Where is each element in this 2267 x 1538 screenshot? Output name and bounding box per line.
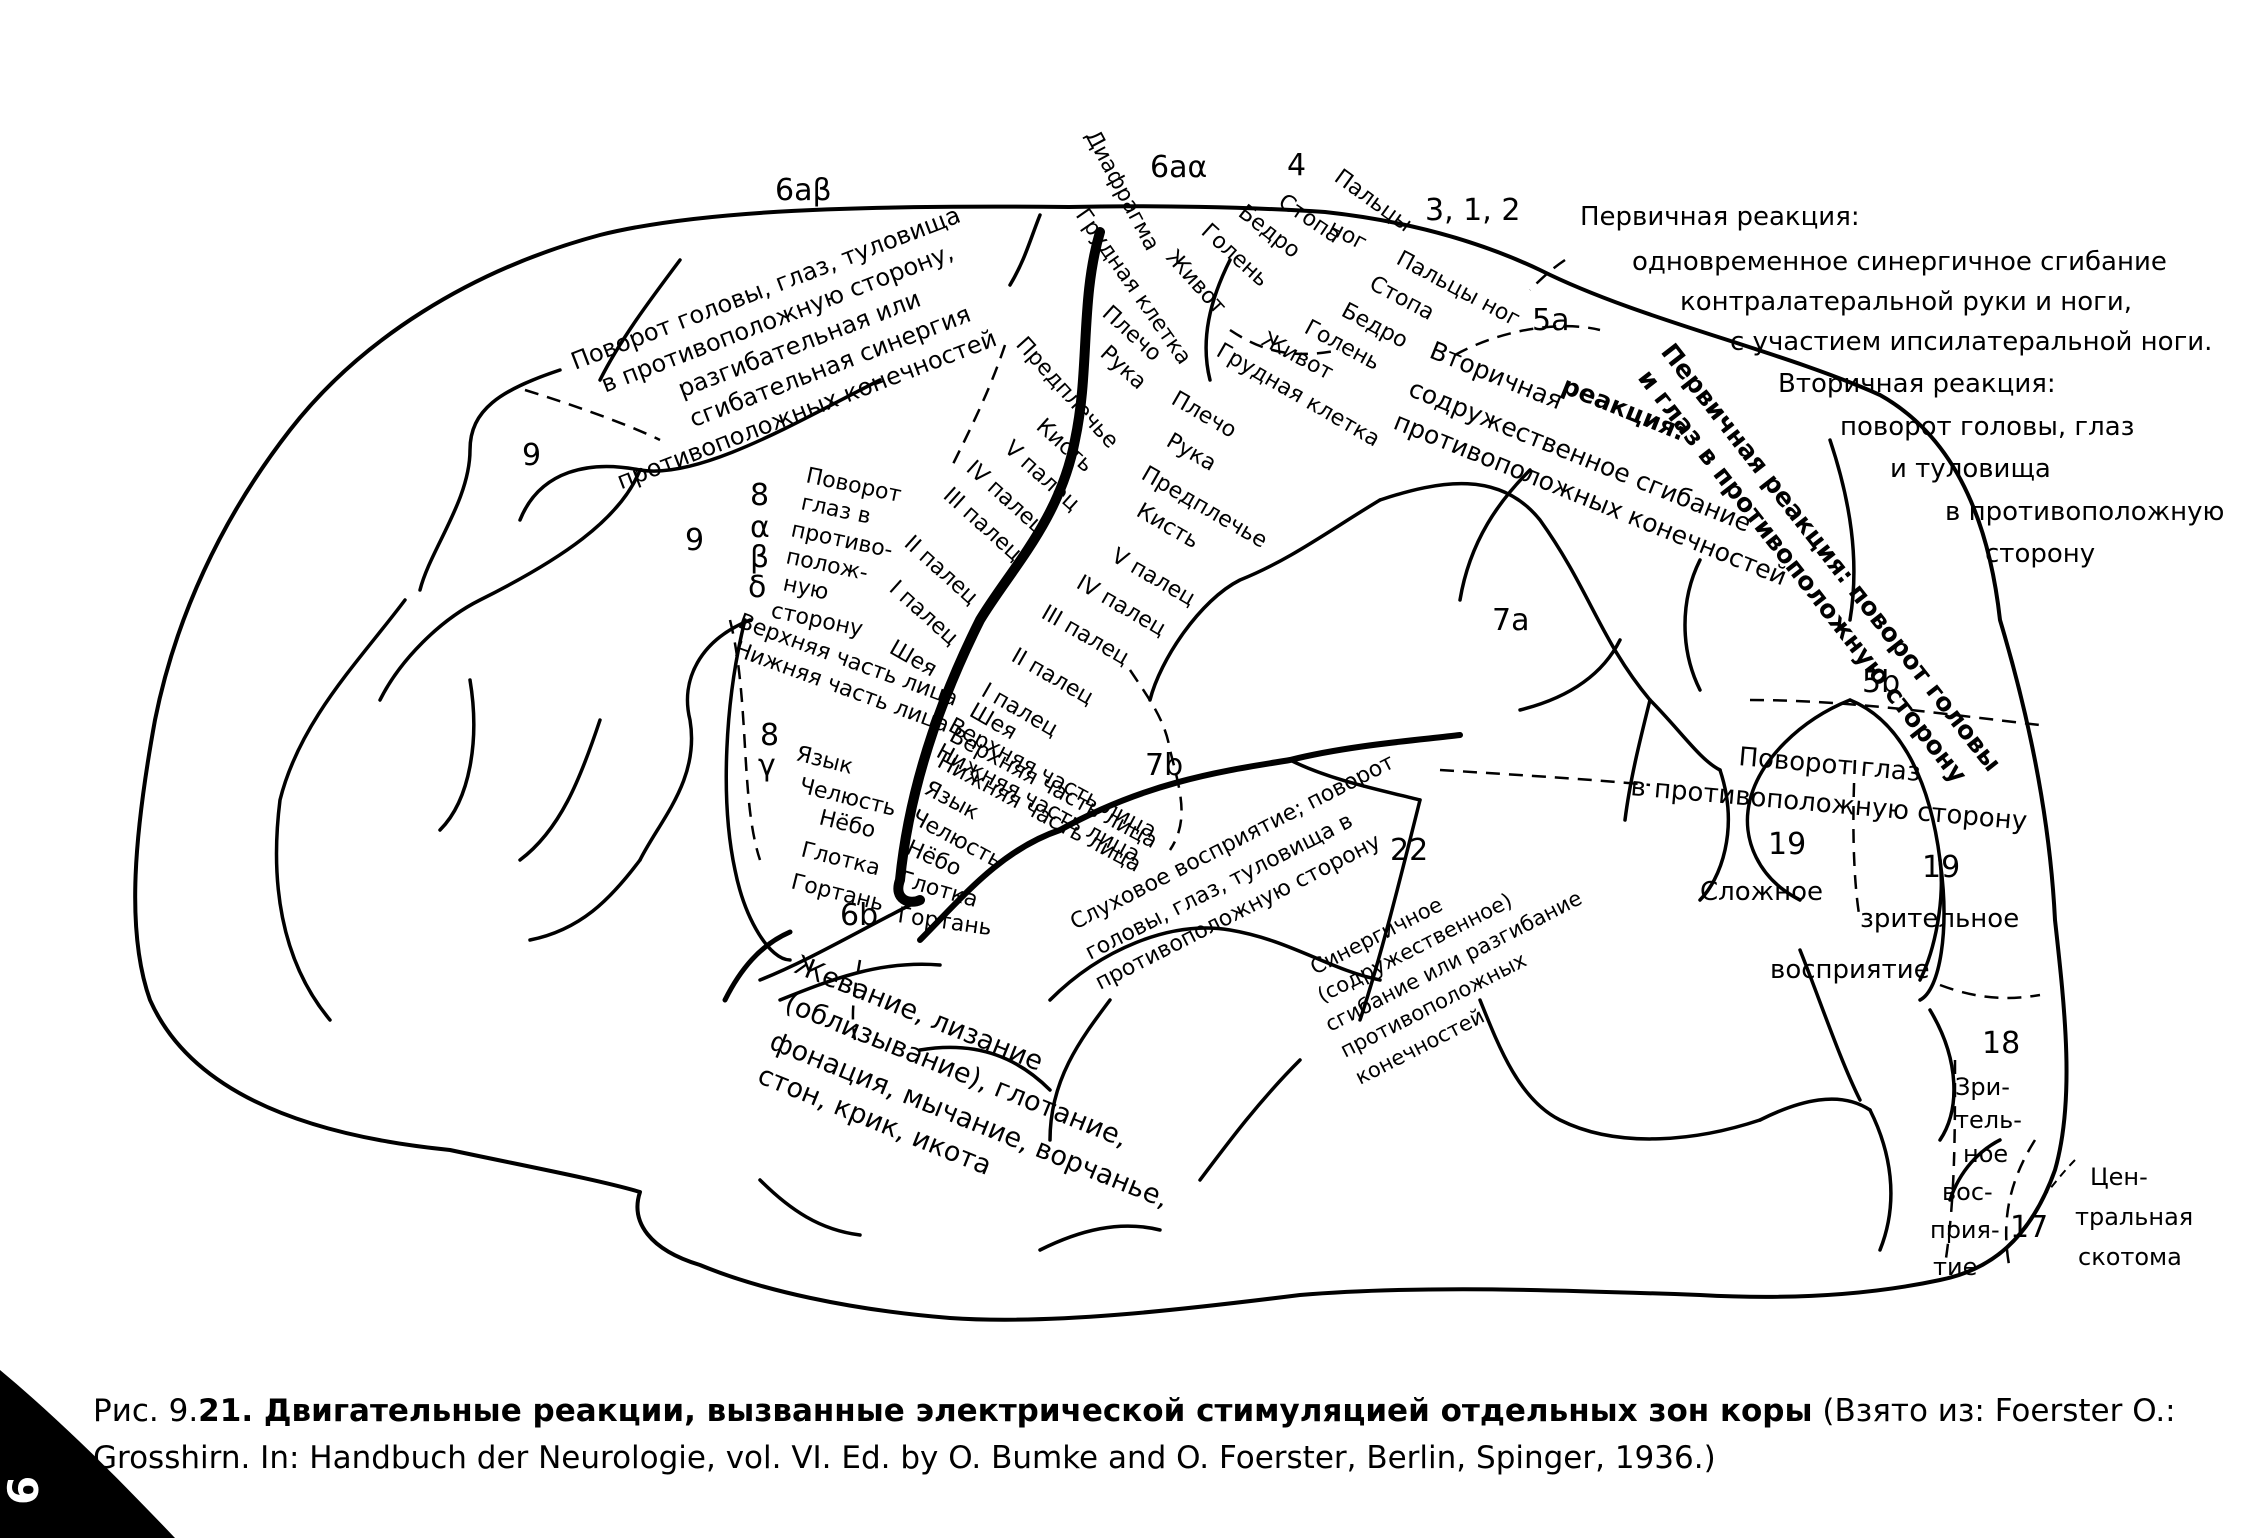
area-numbers: 6aβ 6aα 4 3, 1, 2 5a 9 9 8 α β δ 8 γ 7a … [522,148,2048,1245]
area-7b-label: 7b [1145,748,1183,783]
caption-prefix: Рис. 9. [93,1393,199,1429]
area-22-label: 22 [1390,833,1428,868]
svg-text:Зри-: Зри- [1955,1073,2010,1101]
svg-text:вос-: вос- [1942,1178,1993,1206]
area-6b-label: 6b [840,898,878,933]
svg-text:одновременное синергичное сгиб: одновременное синергичное сгибание [1632,247,2167,277]
area-8ab-beta: β [750,540,769,575]
area-5a-label: 5a [1532,303,1569,338]
brain-outline [133,204,2069,1322]
area-8g-description: Язык Челюсть Нёбо Глотка Гортань [789,742,899,917]
caption-number: 21 [198,1393,242,1429]
svg-text:и туловища: и туловища [1890,454,2051,484]
svg-text:ное: ное [1963,1140,2008,1168]
central-sulcus [893,227,1105,907]
area-8ab-number: 8 [750,478,769,513]
svg-text:тель-: тель- [1955,1106,2022,1134]
area-19-left-label: 19 [1768,827,1806,862]
caption-source-2: Grosshirn. In: Handbuch der Neurologie, … [93,1440,1716,1476]
area-18-label: 18 [1982,1026,2020,1061]
sylvian-fissure [722,929,793,1003]
area-8g-number: 8 [760,718,779,753]
central-scotoma: Цен- тральная скотома [2075,1163,2193,1271]
gyri-contours [274,213,2002,1252]
complex-visual-perception: Сложное зрительное восприятие [1700,877,2019,985]
svg-text:Вторичная реакция:: Вторичная реакция: [1778,369,2056,399]
area-9-mid-label: 9 [685,523,704,558]
caption-title: . Двигательные реакции, вызванные электр… [241,1393,1813,1429]
svg-text:Гортань: Гортань [896,903,993,941]
area-6aa-label: 6aα [1150,150,1207,185]
area-8ab-alpha: α [750,510,770,545]
lateral-sulcus [917,732,1463,943]
svg-text:Поворот глаз: Поворот глаз [1737,742,1921,788]
area-6ab-label: 6aβ [775,173,832,208]
area-5b-label: 5b [1862,665,1900,700]
svg-text:в противоположную сторону: в противоположную сторону [1629,772,2028,837]
area-7a-label: 7a [1492,603,1529,638]
area-19-right-label: 19 [1922,850,1960,885]
page-tab-number: 6 [0,1476,48,1505]
svg-text:Первичная реакция:: Первичная реакция: [1580,202,1860,232]
scotoma-pointer [2039,1159,2076,1201]
svg-text:контралатеральной руки и ноги,: контралатеральной руки и ноги, [1680,287,2132,317]
synergic-flexion-description: Синергичное (содружественное) сгибание и… [1306,886,1585,1090]
svg-text:Цен-: Цен- [2090,1163,2148,1191]
area-5b-primary-reaction: Первичная реакция: поворот головы и глаз… [1632,338,2007,789]
area-6ab-description: Поворот головы, глаз, туловища в противо… [567,201,1000,495]
svg-text:в противоположную: в противоположную [1945,497,2224,527]
svg-text:тие: тие [1933,1253,1977,1281]
area-8g-gamma: γ [758,748,776,783]
area-8-eye-turn-description: Поворот глаз в противо- полож- ную сторо… [769,463,904,642]
area-8ab-delta: δ [748,570,766,605]
svg-text:тральная: тральная [2075,1203,2193,1231]
svg-text:скотома: скотома [2078,1243,2182,1271]
page-tab-marker: 6 [0,1370,175,1538]
svg-text:с участием ипсилатеральной ног: с участием ипсилатеральной ноги. [1730,327,2212,357]
svg-text:Сложное: Сложное [1700,877,1823,907]
reaction-legend: Первичная реакция: одновременное синерги… [1580,202,2224,569]
svg-text:прия-: прия- [1930,1216,2000,1244]
area-boundaries [524,258,2041,1271]
area-9-top-label: 9 [522,438,541,473]
svg-text:восприятие: восприятие [1770,955,1930,985]
caption-source-1: (Взято из: Foerster O.: [1812,1393,2176,1429]
area-312-label: 3, 1, 2 [1425,193,1520,228]
area-17-label: 17 [2010,1210,2048,1245]
figure-caption: Рис. 9.21. Двигательные реакции, вызванн… [93,1388,2213,1482]
svg-text:сторону: сторону [1985,539,2095,569]
svg-text:поворот головы, глаз: поворот головы, глаз [1840,412,2134,442]
svg-text:Рука: Рука [1162,429,1220,477]
area-18-visual-perception: Зри- тель- ное вос- прия- тие [1930,1073,2022,1281]
area-4-label: 4 [1287,148,1306,183]
svg-text:зрительное: зрительное [1860,904,2019,934]
